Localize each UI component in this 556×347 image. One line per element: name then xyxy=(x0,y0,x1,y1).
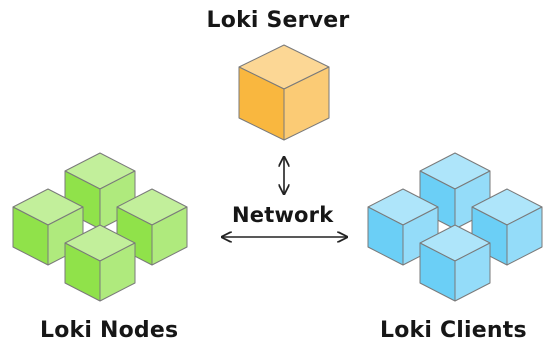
loki-clients-cube-cluster xyxy=(367,152,543,302)
cube-right-face xyxy=(99,242,136,302)
cube xyxy=(64,224,136,302)
cube xyxy=(116,188,188,266)
loki-server-label: Loki Server xyxy=(206,8,350,33)
cube-right-face xyxy=(454,242,491,302)
cube xyxy=(419,152,491,230)
cube-right-face xyxy=(506,206,543,266)
loki-nodes-cube-cluster xyxy=(12,152,188,302)
cube xyxy=(238,44,330,141)
loki-server-cube xyxy=(238,44,330,141)
loki-clients-label: Loki Clients xyxy=(380,318,527,343)
cube-right-face xyxy=(151,206,188,266)
network-label: Network xyxy=(232,203,334,227)
cube xyxy=(419,224,491,302)
cube-right-face xyxy=(283,66,330,141)
loki-nodes-label: Loki Nodes xyxy=(40,318,179,343)
